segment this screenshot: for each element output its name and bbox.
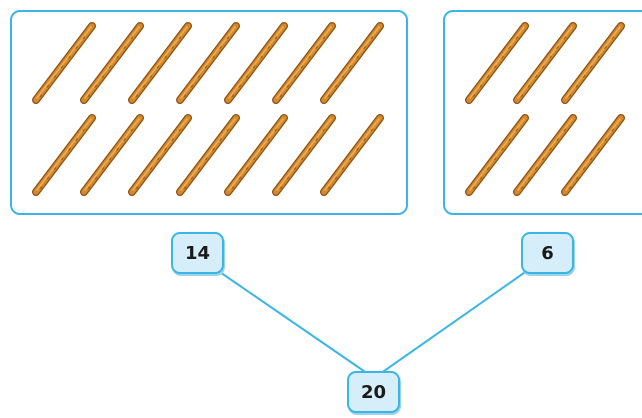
connector-right (373, 267, 532, 379)
stick (224, 114, 288, 196)
stick (80, 114, 144, 196)
stick (465, 22, 529, 104)
group-panel-left (10, 10, 408, 215)
stick (80, 22, 144, 104)
stick (128, 114, 192, 196)
stick-bundle-right (465, 22, 625, 196)
stick (176, 22, 240, 104)
count-badge-left: 14 (171, 232, 224, 274)
stick (128, 22, 192, 104)
count-badge-right: 6 (521, 232, 574, 274)
stick (272, 114, 336, 196)
stick (465, 114, 529, 196)
stick (320, 114, 384, 196)
stick (561, 22, 625, 104)
stick (224, 22, 288, 104)
total-badge: 20 (347, 371, 400, 413)
stick (32, 22, 96, 104)
group-panel-right (443, 10, 642, 215)
connector-left (213, 267, 375, 379)
stick (272, 22, 336, 104)
stick (176, 114, 240, 196)
stick (320, 22, 384, 104)
stick (32, 114, 96, 196)
stick (513, 22, 577, 104)
stick-bundle-left (32, 22, 384, 196)
stick (561, 114, 625, 196)
stick (513, 114, 577, 196)
